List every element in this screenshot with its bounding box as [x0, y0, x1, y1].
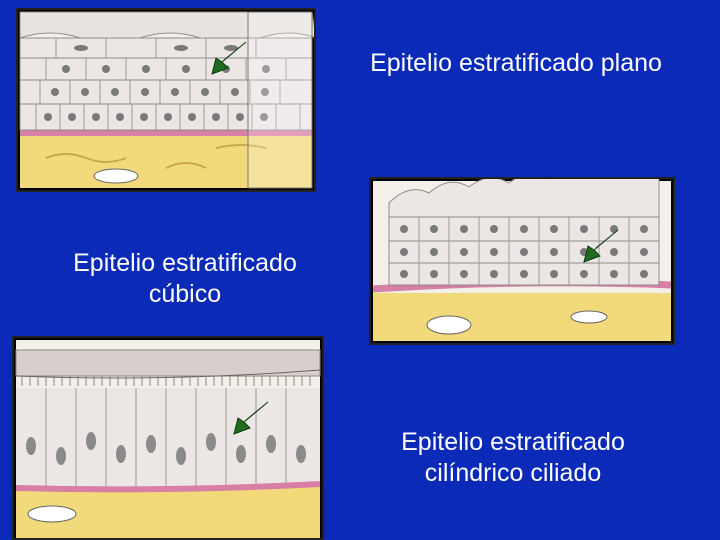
stratified-ciliated-columnar-illustration: [12, 336, 324, 540]
green-arrow-icon: [583, 229, 619, 263]
panel-stratified-cuboidal: [369, 177, 675, 345]
stratified-squamous-illustration: [16, 8, 316, 192]
label-stratified-ciliated-columnar-line2: cilíndrico ciliado: [424, 459, 602, 487]
stratified-cuboidal-illustration: [369, 177, 675, 345]
label-stratified-cuboidal-line1: Epitelio estratificado: [73, 249, 297, 277]
label-stratified-ciliated-columnar-line1: Epitelio estratificado: [401, 428, 625, 456]
label-stratified-ciliated-columnar: Epitelio estratificado cilíndrico ciliad…: [345, 427, 681, 489]
green-arrow-icon: [211, 41, 247, 75]
label-stratified-squamous: Epitelio estratificado plano: [370, 49, 662, 77]
panel-stratified-squamous: [16, 8, 316, 192]
green-arrow-icon: [233, 401, 269, 435]
label-stratified-cuboidal: Epitelio estratificado cúbico: [20, 248, 350, 310]
panel-stratified-ciliated-columnar: [12, 336, 324, 540]
label-stratified-cuboidal-line2: cúbico: [148, 280, 222, 308]
